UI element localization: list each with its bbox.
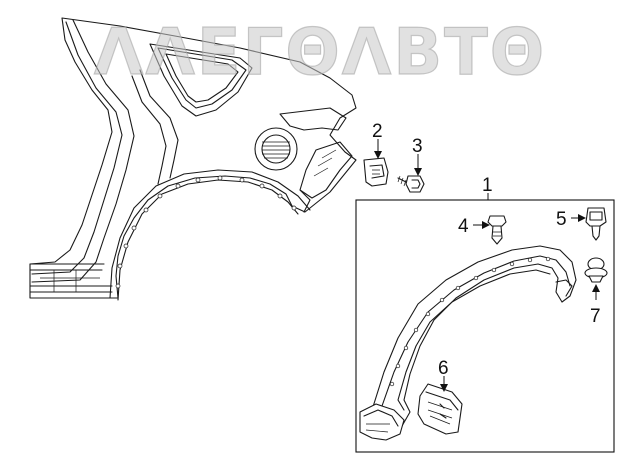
part-2-bracket bbox=[363, 157, 389, 187]
callout-1: 1 bbox=[482, 175, 493, 196]
callout-2: 2 bbox=[372, 121, 383, 142]
part-7-grommet bbox=[584, 257, 608, 283]
part-6-mud-guard bbox=[417, 383, 463, 435]
part-5-clip bbox=[585, 207, 607, 241]
molding-holes bbox=[389, 256, 551, 387]
callout-labels: 1 2 3 4 5 6 7 bbox=[372, 121, 601, 379]
watermark-logo: ΛΛΕΓΘΛΒΤΘ bbox=[94, 16, 546, 90]
part-1-arch-molding bbox=[359, 245, 577, 441]
callout-4: 4 bbox=[458, 216, 469, 237]
part-1-frame bbox=[355, 199, 615, 453]
arch-holes bbox=[115, 175, 297, 289]
part-3-screw bbox=[397, 175, 425, 193]
callout-6: 6 bbox=[438, 358, 449, 379]
callout-3: 3 bbox=[412, 136, 423, 157]
callout-5: 5 bbox=[556, 209, 567, 230]
callout-7: 7 bbox=[590, 306, 601, 327]
part-4-clip bbox=[487, 215, 507, 245]
leader-lines bbox=[374, 139, 600, 392]
quarter-panel bbox=[29, 17, 357, 301]
